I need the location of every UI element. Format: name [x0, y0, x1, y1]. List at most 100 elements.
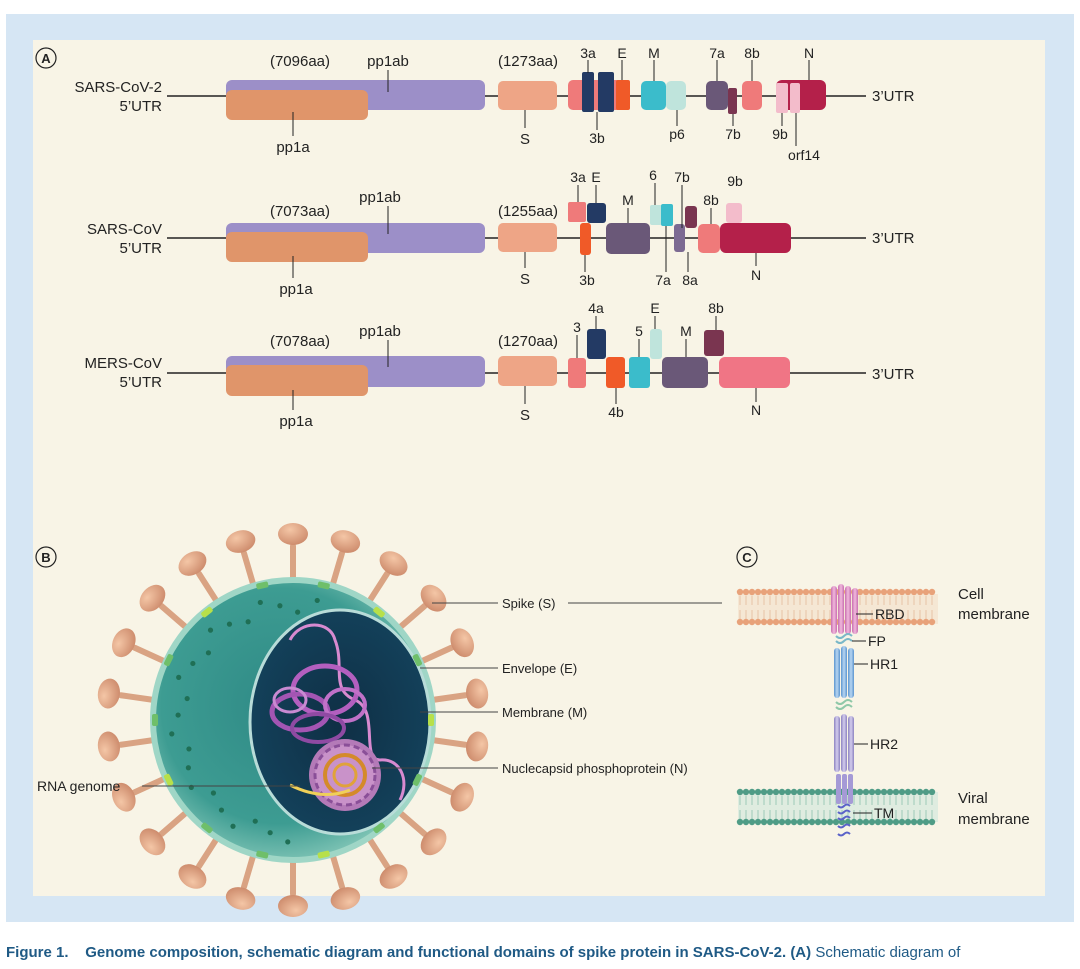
gene-3a-block: [568, 202, 586, 222]
lipid-head: [802, 818, 810, 826]
lipid-head: [904, 818, 912, 826]
lipid-head: [886, 818, 894, 826]
gene-6-block: [650, 205, 662, 225]
lipid-head: [742, 788, 750, 796]
lipid-head: [892, 588, 900, 596]
lipid-head: [922, 818, 930, 826]
lipid-head: [808, 588, 816, 596]
lipid-head: [820, 818, 828, 826]
lipid-head: [916, 618, 924, 626]
gene-8b-block: [704, 330, 724, 356]
lipid-head: [760, 618, 768, 626]
spike-head: [278, 523, 308, 545]
gene-orf14-block: [790, 83, 800, 113]
lipid-head: [880, 588, 888, 596]
spike-head: [330, 530, 361, 553]
lipid-head: [898, 818, 906, 826]
panel-c-badge: [736, 546, 758, 568]
spike-head: [330, 887, 361, 910]
label-hr1: HR1: [870, 656, 898, 672]
genome-sars-cov-2: SARS-CoV-2 5’UTR 3’UTR (7096aa) pp1ab pp…: [74, 45, 914, 163]
lipid-head: [784, 788, 792, 796]
spike-head: [139, 584, 166, 612]
gene-label-4b: 4b: [608, 404, 624, 420]
lipid-head: [784, 588, 792, 596]
gene-label-p6: p6: [669, 126, 685, 142]
lipid-head: [892, 618, 900, 626]
lipid-head: [892, 788, 900, 796]
lipid-head: [754, 818, 762, 826]
surface-dot: [267, 830, 273, 836]
membrane-protein: [256, 581, 269, 590]
lipid-head: [826, 788, 834, 796]
lipid-head: [760, 588, 768, 596]
gene-e-block: [616, 80, 630, 110]
genome-name: MERS-CoV: [84, 355, 162, 372]
gene-label-n: N: [751, 267, 761, 283]
lipid-head: [898, 788, 906, 796]
gene-8a-block: [674, 224, 685, 252]
membrane-protein: [373, 822, 385, 834]
gene-e-block: [650, 329, 662, 359]
surface-dot: [257, 599, 263, 606]
gene-3a-bar: [582, 72, 594, 112]
utr3-label: 3’UTR: [872, 366, 915, 383]
lipid-head: [796, 788, 804, 796]
lipid-head: [820, 618, 828, 626]
genome-name: SARS-CoV: [87, 221, 162, 238]
pp1a-label: pp1a: [279, 281, 313, 298]
gene-3b-block: [580, 223, 591, 255]
lipid-head: [856, 818, 864, 826]
hr2-domain: [834, 714, 854, 772]
lipid-head: [910, 818, 918, 826]
gene-label-8b: 8b: [708, 300, 724, 316]
caption-title: Genome composition, schematic diagram an…: [85, 944, 787, 961]
lipid-head: [868, 788, 876, 796]
gene-e-block: [587, 203, 606, 223]
gene-7b-block: [685, 206, 697, 228]
lipid-head: [916, 818, 924, 826]
lipid-head: [760, 788, 768, 796]
lipid-head: [748, 588, 756, 596]
gene-m-block: [606, 223, 650, 254]
lipid-head: [742, 818, 750, 826]
lipid-head: [820, 588, 828, 596]
lipid-head: [904, 588, 912, 596]
spike-protein-domains: [831, 584, 858, 837]
membrane-protein: [412, 773, 422, 786]
s-block: [498, 81, 557, 110]
caption-figure-number: Figure 1.: [6, 944, 69, 961]
surface-dot: [252, 818, 258, 824]
lipid-head: [772, 788, 780, 796]
surface-dot: [210, 790, 217, 796]
lipid-head: [928, 818, 936, 826]
pp1ab-length: (7078aa): [270, 333, 330, 350]
gene-label-8b: 8b: [703, 192, 719, 208]
lipid-head: [886, 618, 894, 626]
lipid-head: [922, 618, 930, 626]
spike-head: [466, 731, 489, 762]
tm-domain: [836, 774, 853, 804]
spike-head: [112, 628, 136, 658]
lipid-head: [898, 618, 906, 626]
lipid-head: [778, 618, 786, 626]
lipid-head: [796, 588, 804, 596]
lipid-head: [802, 788, 810, 796]
lipid-head: [742, 588, 750, 596]
s-length: (1273aa): [498, 53, 558, 70]
pp1a-label: pp1a: [279, 413, 313, 430]
caption-panel: (A): [790, 944, 812, 961]
spike-head: [450, 628, 474, 658]
spike-head: [466, 678, 489, 709]
lipid-head: [874, 588, 882, 596]
label-nucleocapsid: Nuclecapsid phosphoprotein (N): [502, 761, 688, 776]
gene-label-3a: 3a: [580, 45, 596, 61]
label-membrane: Membrane (M): [502, 705, 587, 720]
gene-8b-block: [698, 224, 720, 253]
surface-dot: [207, 627, 214, 633]
lipid-head: [778, 818, 786, 826]
utr5-label: 5’UTR: [119, 240, 162, 257]
gene-label-9b: 9b: [727, 173, 743, 189]
lipid-head: [766, 588, 774, 596]
genome-mers-cov: MERS-CoV 5’UTR 3’UTR (7078aa) pp1ab pp1a…: [84, 300, 914, 430]
